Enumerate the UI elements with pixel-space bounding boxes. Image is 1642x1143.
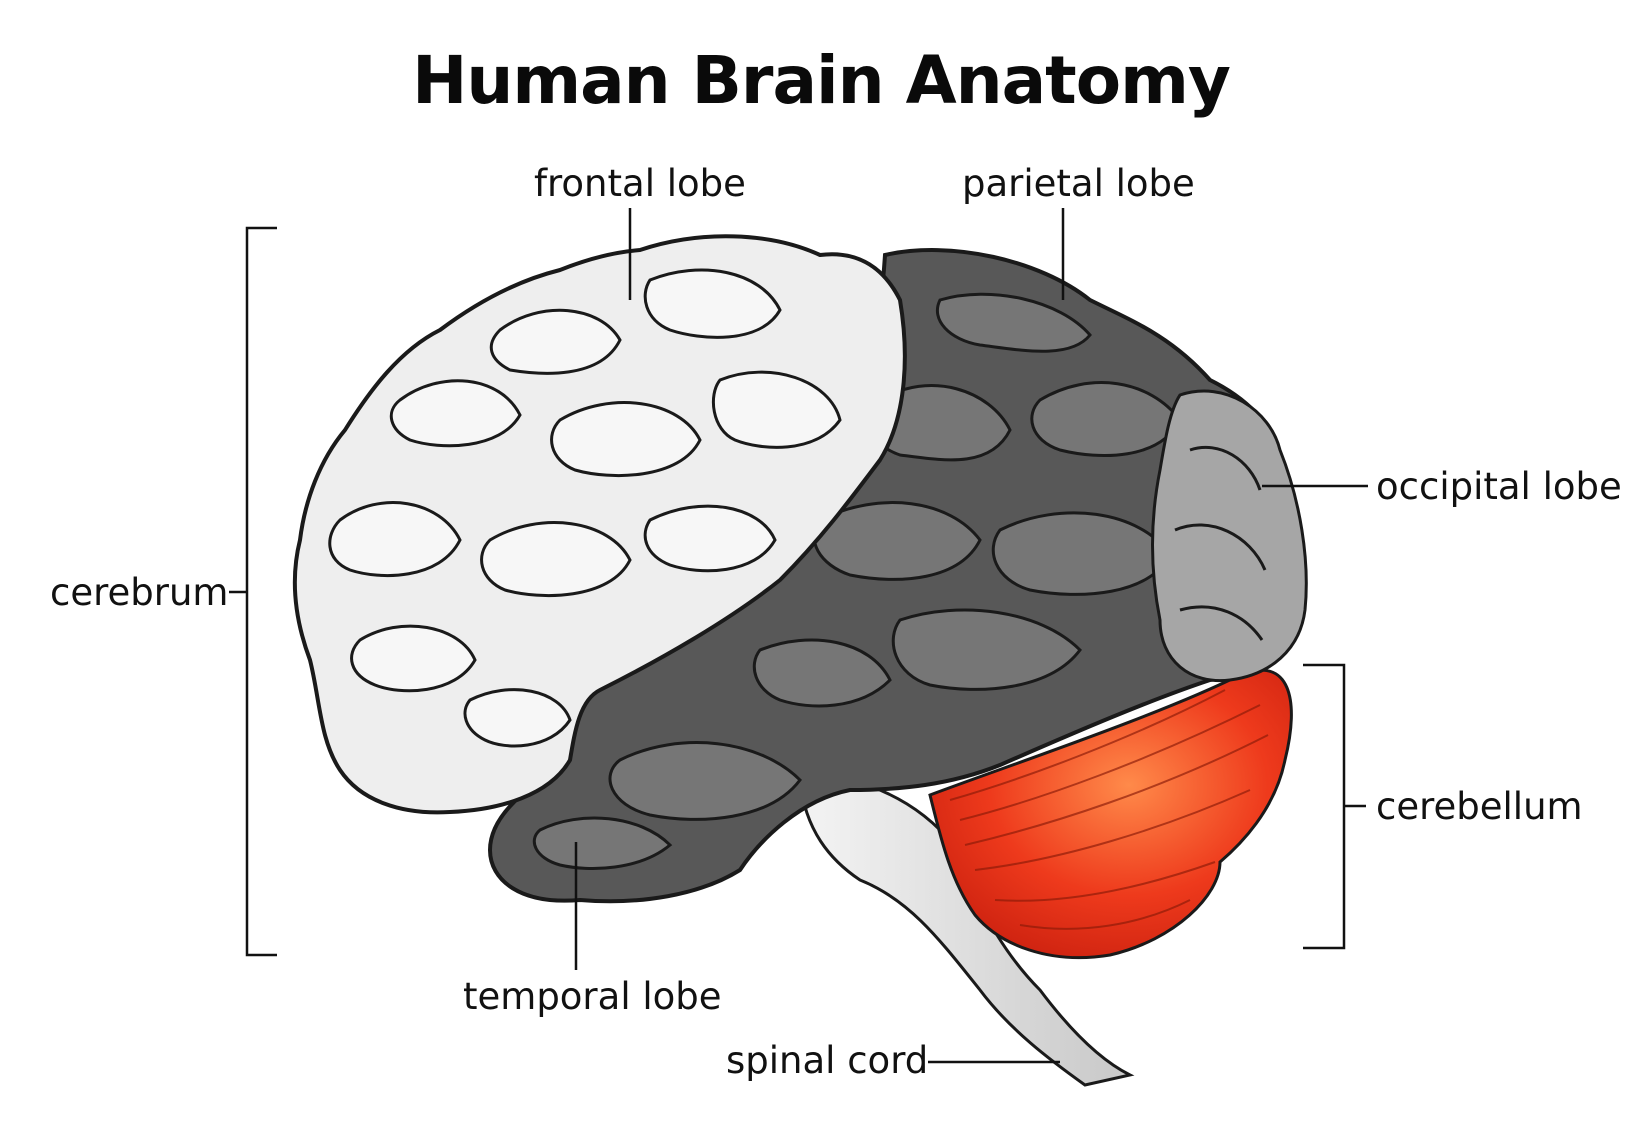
temporal-lobe-label: temporal lobe bbox=[463, 975, 722, 1018]
cerebrum-label: cerebrum bbox=[50, 571, 229, 614]
frontal-lobe-label: frontal lobe bbox=[534, 162, 746, 205]
frontal-gyri bbox=[328, 268, 842, 748]
occipital-lobe-label: occipital lobe bbox=[1376, 465, 1622, 508]
cerebellum-shape bbox=[928, 668, 1293, 960]
parietal-lobe-label: parietal lobe bbox=[962, 162, 1195, 205]
cerebellum-folia bbox=[949, 689, 1269, 930]
parietal-gyri bbox=[532, 292, 1182, 870]
cerebrum-bracket bbox=[229, 226, 277, 957]
occipital-gyri bbox=[1174, 445, 1267, 641]
cerebellum-label: cerebellum bbox=[1376, 785, 1583, 828]
page-title: Human Brain Anatomy bbox=[412, 42, 1231, 119]
spinal-cord-label: spinal cord bbox=[726, 1039, 929, 1082]
cerebellum-bracket bbox=[1303, 663, 1366, 950]
leader-lines bbox=[229, 208, 1368, 1064]
occipital-lobe-shape bbox=[1151, 389, 1308, 683]
